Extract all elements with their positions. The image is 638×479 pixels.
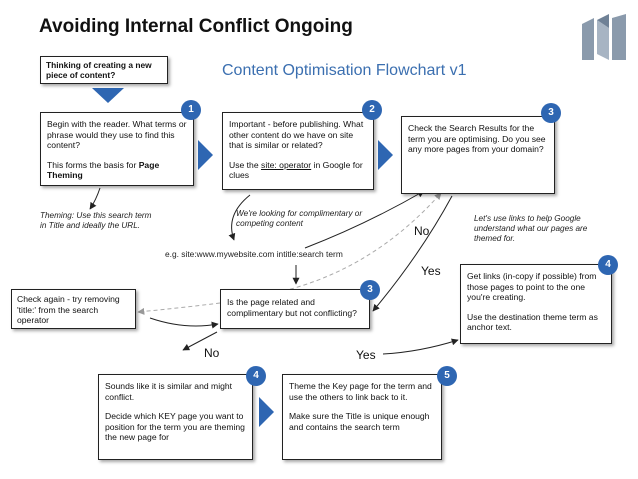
site-operator-link: site: operator — [261, 159, 312, 170]
step4-left-box: Sounds like it is similar and might conf… — [98, 374, 253, 460]
flowchart-title: Content Optimisation Flowchart v1 — [222, 62, 467, 79]
step5-badge: 5 — [437, 366, 457, 386]
looking-note: We're looking for complimentary or compe… — [236, 209, 363, 228]
step5-text2: Make sure the Title is unique enough and… — [289, 411, 430, 432]
step3-top-box: Check the Search Results for the term yo… — [401, 116, 555, 194]
start-down-chevron — [92, 88, 124, 103]
step2-text: Important - before publishing. What othe… — [229, 119, 364, 151]
step1-box: Begin with the reader. What terms or phr… — [40, 112, 194, 186]
chevron-4-5 — [259, 397, 274, 427]
dashed-arrow-to-check-again — [137, 302, 221, 315]
step5-text1: Theme the Key page for the term and use … — [289, 381, 432, 402]
brand-logo — [580, 14, 630, 64]
yes-label-bottom: Yes — [356, 348, 376, 362]
chevron-2-3 — [378, 140, 393, 170]
start-line1: Thinking of creating a new — [46, 60, 152, 70]
step1-prefix: This forms the basis for — [47, 159, 139, 170]
links-note: Let's use links to help Google understan… — [474, 214, 588, 243]
step1-badge: 1 — [181, 100, 201, 120]
step5-box: Theme the Key page for the term and use … — [282, 374, 442, 460]
check-again-text: Check again - try removing 'title:' from… — [17, 294, 120, 326]
step1-text: Begin with the reader. What terms or phr… — [47, 119, 187, 151]
step4-left-text1: Sounds like it is similar and might conf… — [105, 381, 233, 402]
arrow-yes-to-step4-right — [382, 338, 459, 355]
step2-box: Important - before publishing. What othe… — [222, 112, 374, 190]
arrow-step3-yes — [372, 195, 453, 312]
step1-theming-line: This forms the basis for Page Theming — [47, 160, 187, 181]
step3-mid-text: Is the page related and complimentary bu… — [227, 297, 357, 318]
step4-right-text1: Get links (in-copy if possible) from tho… — [467, 271, 597, 303]
step4-right-badge: 4 — [598, 255, 618, 275]
no-label-top: No — [414, 224, 430, 238]
step4-right-box: Get links (in-copy if possible) from tho… — [460, 264, 612, 344]
step2-badge: 2 — [362, 100, 382, 120]
step3-mid-badge: 3 — [360, 280, 380, 300]
step2-prefix: Use the — [229, 159, 262, 170]
step2-operator-line: Use the site: operator in Google for clu… — [229, 160, 367, 181]
step3-top-badge: 3 — [541, 103, 561, 123]
start-line2: piece of content? — [46, 70, 116, 80]
step3-mid-box: Is the page related and complimentary bu… — [220, 289, 370, 329]
example-query: e.g. site:www.mywebsite.com intitle:sear… — [165, 249, 343, 259]
arrow-from-step2 — [228, 194, 251, 241]
chevron-1-2 — [198, 140, 213, 170]
step4-left-text2: Decide which KEY page you want to positi… — [105, 411, 245, 443]
step4-right-text2: Use the destination theme term as anchor… — [467, 311, 598, 333]
arrow-to-theming-note — [89, 187, 101, 210]
arrow-no-to-step4 — [182, 331, 218, 351]
check-again-box: Check again - try removing 'title:' from… — [11, 289, 136, 329]
step1-bold: Page Theming — [47, 159, 160, 181]
start-box: Thinking of creating a new piece of cont… — [40, 56, 168, 84]
arrow-check-again-to-question — [149, 317, 219, 329]
arrow-example-to-step3 — [304, 190, 425, 249]
no-label-bottom: No — [204, 346, 220, 360]
theming-note: Theming: Use this search term in Title a… — [40, 211, 152, 230]
step3-top-text: Check the Search Results for the term yo… — [408, 123, 546, 155]
step4-left-badge: 4 — [246, 366, 266, 386]
slide-title: Avoiding Internal Conflict Ongoing — [39, 16, 353, 37]
yes-label-top: Yes — [421, 264, 441, 278]
step2-suffix: in Google for clues — [229, 159, 363, 181]
